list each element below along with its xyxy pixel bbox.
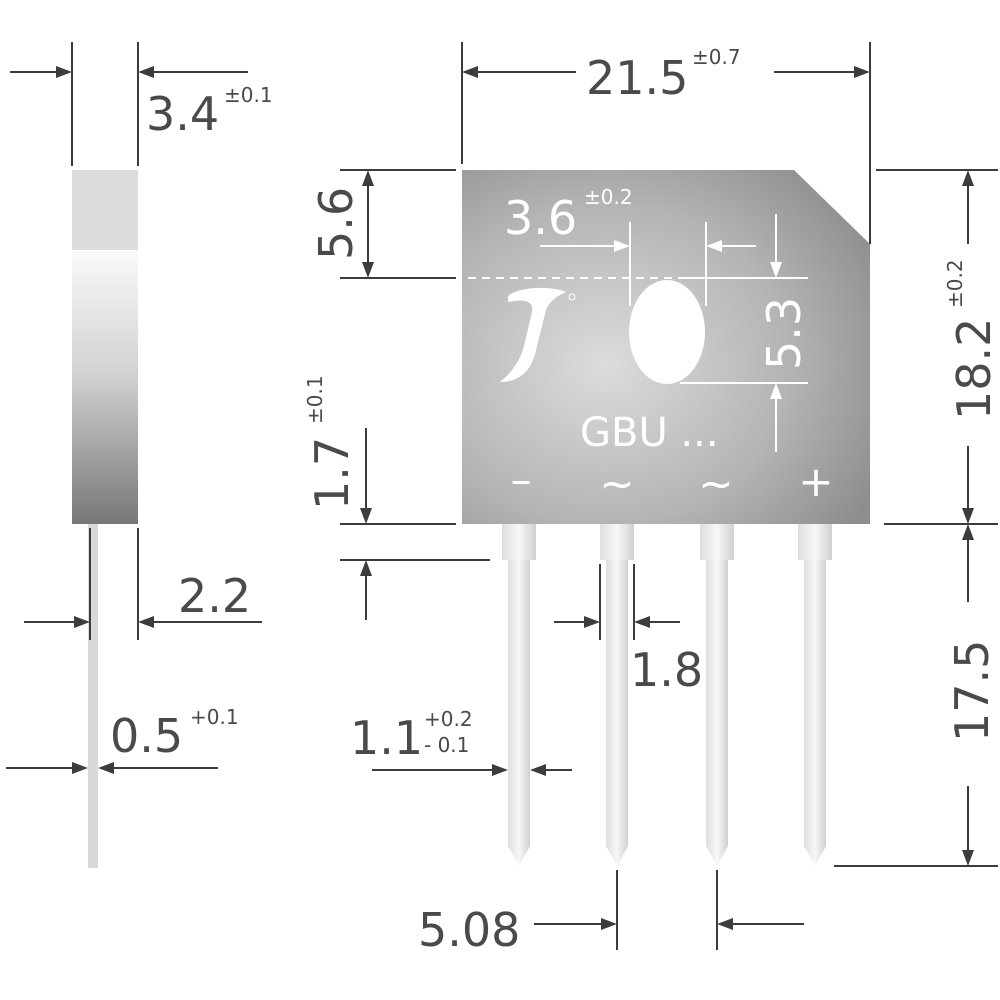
dim-hole-offset-tol: ±0.2 <box>584 185 633 209</box>
side-view: 3.4 ±0.1 2.2 0.5 +0.1 <box>6 42 273 868</box>
side-lead <box>88 524 98 868</box>
leads <box>502 522 832 866</box>
dim-standoff-tol: ±0.1 <box>303 375 327 424</box>
logo-icon: J <box>500 287 576 382</box>
dim-lead-thickness: 0.5 <box>110 709 183 763</box>
dim-standoff: 1.7 <box>305 437 359 510</box>
mounting-hole <box>629 280 705 384</box>
side-body-top <box>72 170 138 250</box>
dim-hole-offset: 3.6 <box>504 191 577 245</box>
dim-lead-width: 1.1 <box>350 711 423 765</box>
pin-label-ac2: ~ <box>698 459 733 508</box>
lead-1 <box>502 522 536 866</box>
lead-4 <box>798 522 832 866</box>
pin-label-minus: – <box>511 455 532 504</box>
dim-lead-width-tol-minus: - 0.1 <box>424 733 469 757</box>
pin-label-ac1: ~ <box>599 459 634 508</box>
dim-body-height: 18.2 <box>947 318 1000 420</box>
front-view: J GBU ... – ~ ~ + 21.5 ±0.7 5.6 <box>303 42 1000 957</box>
dim-body-width: 21.5 <box>586 51 688 105</box>
dim-body-width-tol: ±0.7 <box>692 45 741 69</box>
dim-lead-thickness-tol: +0.1 <box>190 705 239 729</box>
side-body <box>72 250 138 524</box>
dim-lead-length: 17.5 <box>945 640 999 742</box>
dim-lead-depth: 2.2 <box>178 569 251 623</box>
dim-hole-top: 5.6 <box>309 187 363 260</box>
lead-3 <box>700 522 734 866</box>
pin-label-plus: + <box>798 457 833 506</box>
dim-pitch: 5.08 <box>418 903 520 957</box>
dim-lead-width-tol-plus: +0.2 <box>424 707 473 731</box>
package-marking: GBU ... <box>580 410 719 456</box>
dim-hole-height: 5.3 <box>757 297 811 370</box>
dim-body-height-tol: ±0.2 <box>943 259 967 308</box>
dim-side-thickness-tol: ±0.1 <box>224 83 273 107</box>
lead-2 <box>600 522 634 866</box>
dim-shoulder-width: 1.8 <box>630 643 703 697</box>
dim-side-thickness: 3.4 <box>146 87 219 141</box>
